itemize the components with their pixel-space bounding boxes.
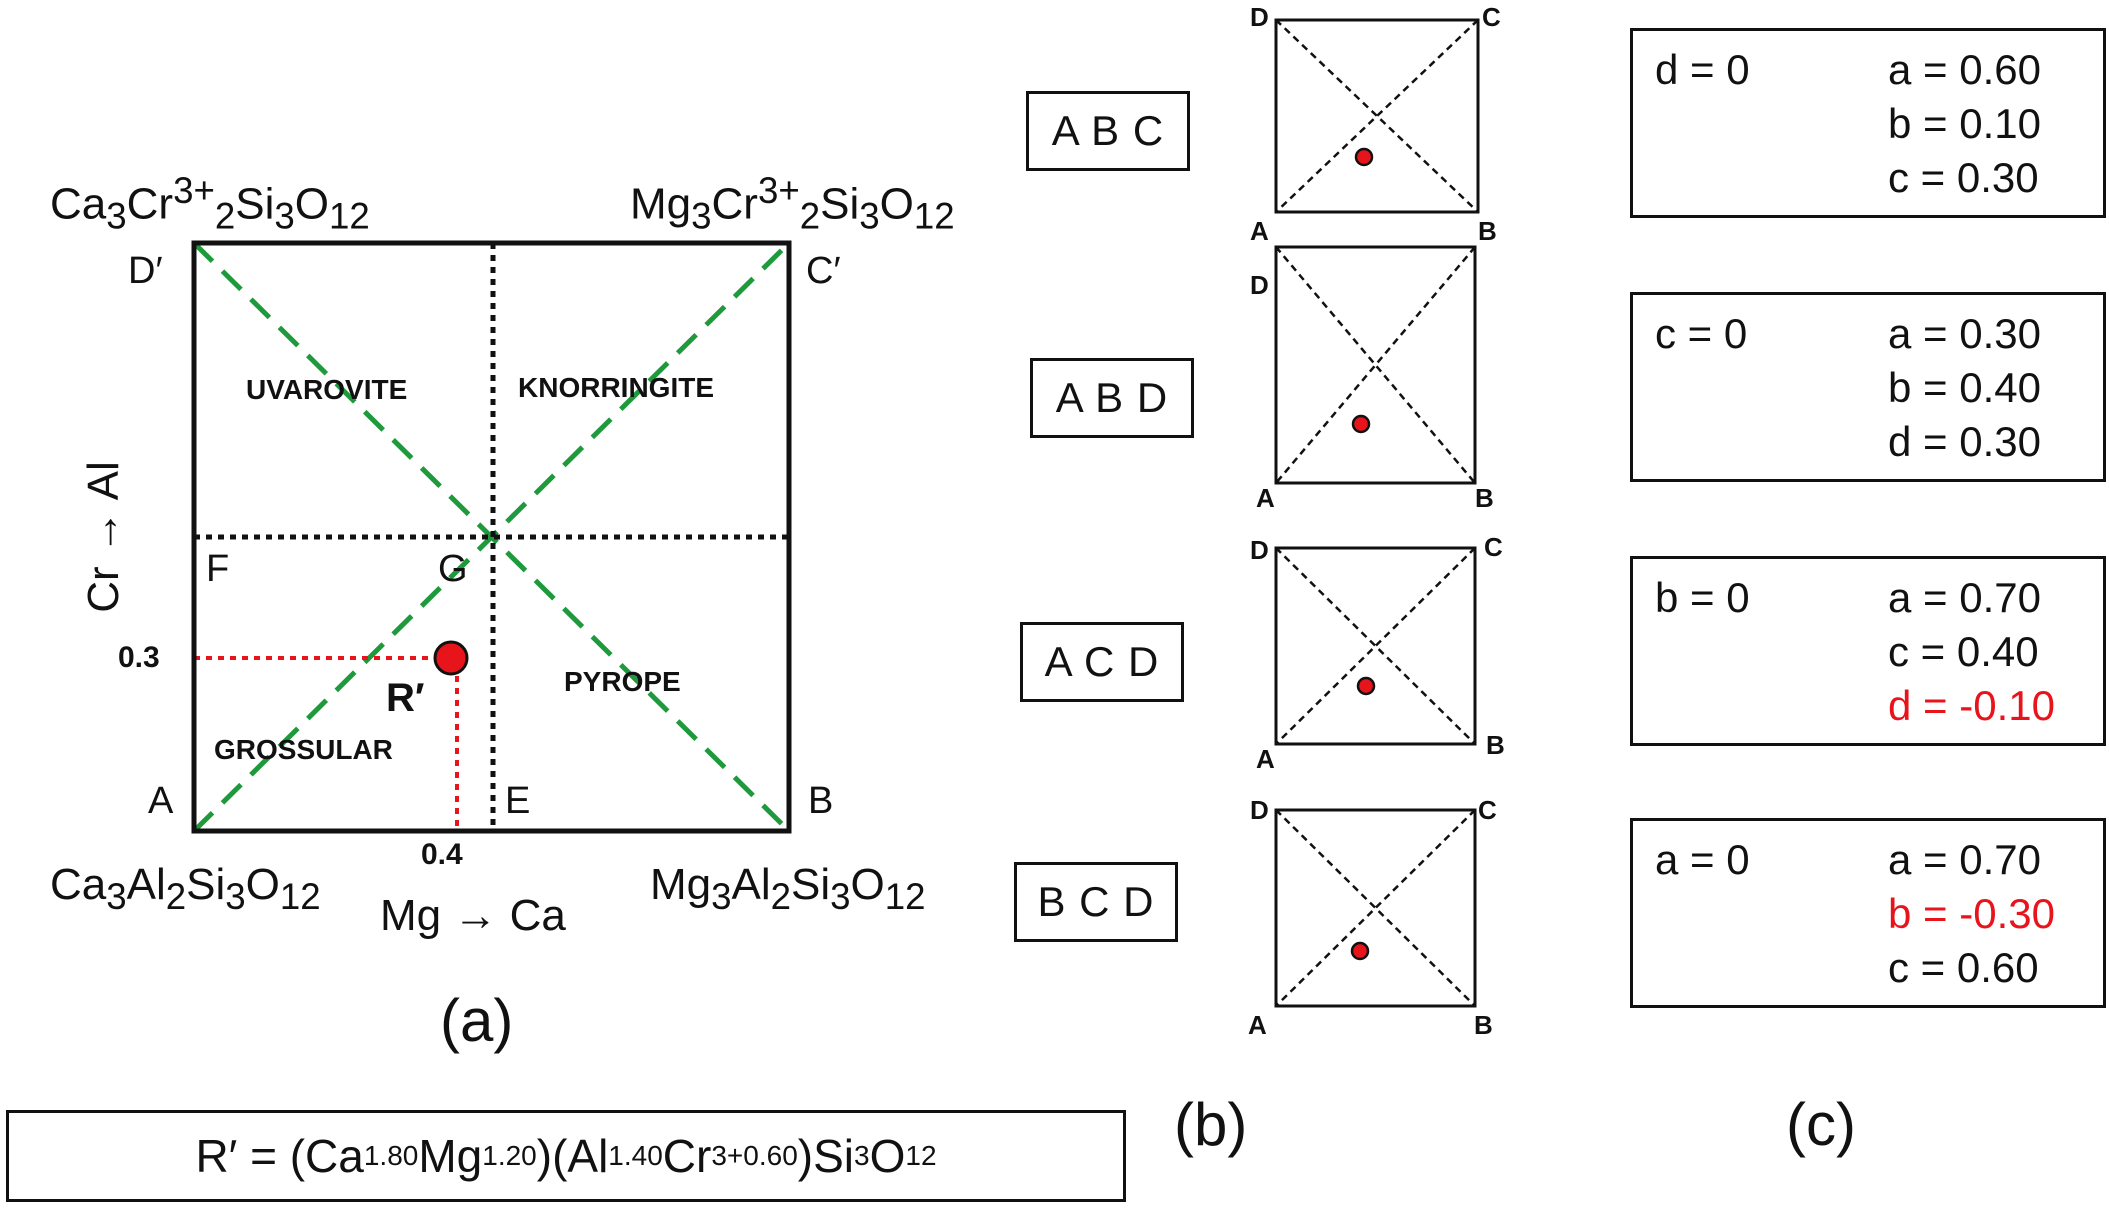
value-line: d = 0.30 — [1888, 418, 2041, 465]
value-list: a = 0.30 b = 0.40 d = 0.30 — [1888, 307, 2041, 469]
value-line: c = 0.60 — [1888, 944, 2039, 991]
value-line: b = 0.40 — [1888, 364, 2041, 411]
zero-label: a = 0 — [1655, 836, 1750, 883]
region-pyrope: PYROPE — [564, 666, 681, 697]
value-line: a = 0.60 — [1888, 46, 2041, 93]
mini-abc-label-c: C — [1482, 2, 1501, 32]
value-line: c = 0.30 — [1888, 154, 2039, 201]
x-axis-label: Mg → Ca — [380, 891, 566, 940]
panel-b-mini-squares — [1274, 18, 1480, 1008]
mini-point-abd — [1351, 414, 1371, 434]
x-tick-label: 0.4 — [421, 838, 463, 871]
result-box-1: d = 0 a = 0.60 b = 0.10 c = 0.30 — [1630, 28, 2106, 218]
mini-point-abc — [1354, 147, 1374, 167]
mini-point-bcd — [1350, 941, 1370, 961]
system-box-abc: A B C — [1026, 91, 1190, 171]
mini-abc-label-a: A — [1250, 216, 1269, 246]
value-line: b = 0.10 — [1888, 100, 2041, 147]
mini-acd-label-c: C — [1484, 532, 1503, 562]
value-list: a = 0.70 b = -0.30 c = 0.60 — [1888, 833, 2055, 995]
mini-bcd-label-a: A — [1248, 1010, 1267, 1040]
value-list: a = 0.70 c = 0.40 d = -0.10 — [1888, 571, 2055, 733]
point-label-g: G — [438, 548, 468, 590]
y-tick-label: 0.3 — [118, 641, 160, 674]
value-line-negative: b = -0.30 — [1888, 890, 2055, 937]
mini-acd-label-a: A — [1256, 744, 1275, 774]
y-axis-label: Cr → Al — [79, 461, 128, 613]
value-line: a = 0.70 — [1888, 574, 2041, 621]
mini-square-bcd — [1274, 808, 1477, 1008]
value-line-negative: d = -0.10 — [1888, 682, 2055, 729]
value-line: a = 0.30 — [1888, 310, 2041, 357]
panel-b-caption: (b) — [1174, 1091, 1248, 1158]
corner-label-d-prime: D′ — [128, 250, 163, 292]
mini-abd-label-a: A — [1256, 483, 1275, 513]
formula-top-left: Ca3Cr3+2Si3O12 — [50, 170, 370, 237]
point-label-r-prime: R′ — [386, 676, 425, 720]
corner-label-b: B — [808, 780, 834, 822]
region-grossular: GROSSULAR — [214, 734, 393, 765]
mini-abc-label-d: D — [1250, 2, 1269, 32]
region-uvarovite: UVAROVITE — [246, 374, 408, 405]
panel-a-diagram — [191, 240, 792, 834]
panel-c-caption: (c) — [1786, 1091, 1856, 1158]
result-box-3: b = 0 a = 0.70 c = 0.40 d = -0.10 — [1630, 556, 2106, 746]
zero-label: d = 0 — [1655, 46, 1750, 93]
system-box-abd: A B D — [1030, 358, 1194, 438]
mini-acd-label-b: B — [1486, 730, 1505, 760]
mini-bcd-label-d: D — [1250, 795, 1269, 825]
formula-bottom-left: Ca3Al2Si3O12 — [50, 860, 321, 917]
mini-bcd-label-b: B — [1474, 1010, 1493, 1040]
corner-label-c-prime: C′ — [806, 250, 841, 292]
point-r-prime — [433, 640, 469, 676]
system-box-acd: A C D — [1020, 622, 1184, 702]
region-knorringite: KNORRINGITE — [518, 372, 714, 403]
result-box-4: a = 0 a = 0.70 b = -0.30 c = 0.60 — [1630, 818, 2106, 1008]
mini-abc-label-b: B — [1478, 216, 1497, 246]
mini-acd-label-d: D — [1250, 535, 1269, 565]
formula-bottom-right: Mg3Al2Si3O12 — [650, 860, 926, 917]
mini-square-acd — [1274, 546, 1477, 746]
mini-bcd-label-c: C — [1478, 795, 1497, 825]
zero-label: b = 0 — [1655, 574, 1750, 621]
zero-label: c = 0 — [1655, 310, 1748, 357]
mini-abd-label-d: D — [1250, 270, 1269, 300]
mini-square-abd — [1274, 245, 1477, 485]
panel-a-caption: (a) — [440, 987, 514, 1054]
result-box-2: c = 0 a = 0.30 b = 0.40 d = 0.30 — [1630, 292, 2106, 482]
value-line: a = 0.70 — [1888, 836, 2041, 883]
system-box-bcd: B C D — [1014, 862, 1178, 942]
value-list: a = 0.60 b = 0.10 c = 0.30 — [1888, 43, 2041, 205]
mini-point-acd — [1356, 676, 1376, 696]
mini-square-abc — [1274, 18, 1480, 214]
value-line: c = 0.40 — [1888, 628, 2039, 675]
point-label-f: F — [206, 548, 230, 590]
point-label-e: E — [505, 780, 531, 822]
formula-top-right: Mg3Cr3+2Si3O12 — [630, 170, 955, 237]
mini-abd-label-b: B — [1475, 483, 1494, 513]
corner-label-a: A — [148, 780, 174, 822]
composition-square — [191, 240, 792, 834]
